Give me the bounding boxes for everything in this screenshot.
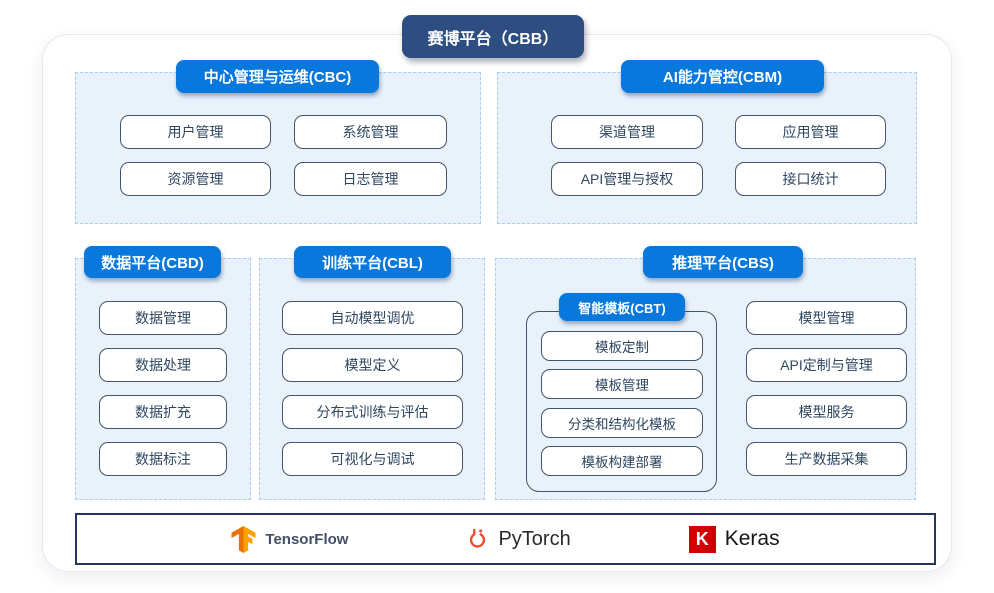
pytorch-icon <box>466 527 489 551</box>
keras-label: Keras <box>724 527 780 550</box>
section-cbm-title-pill: AI能力管控(CBM) <box>621 60 824 93</box>
tensorflow-icon <box>231 525 256 553</box>
module-box: 用户管理 <box>120 115 271 149</box>
section-cbc-title-pill: 中心管理与运维(CBC) <box>176 60 379 93</box>
module-box: 自动模型调优 <box>282 301 463 335</box>
module-box: 应用管理 <box>735 115 886 149</box>
module-box: 资源管理 <box>120 162 271 196</box>
module-box: API定制与管理 <box>746 348 907 382</box>
module-box: 模板定制 <box>541 331 703 361</box>
module-box: 分布式训练与评估 <box>282 395 463 429</box>
module-box: 系统管理 <box>294 115 447 149</box>
section-cbs-title-pill: 推理平台(CBS) <box>643 246 803 278</box>
module-box: 渠道管理 <box>551 115 703 149</box>
module-box: 数据处理 <box>99 348 227 382</box>
module-box: 分类和结构化模板 <box>541 408 703 438</box>
module-box: 模型服务 <box>746 395 907 429</box>
module-box: 日志管理 <box>294 162 447 196</box>
pytorch-label: PyTorch <box>498 527 571 550</box>
keras-icon: K <box>688 525 716 553</box>
section-cbl-title-pill: 训练平台(CBL) <box>294 246 451 278</box>
module-box: 数据管理 <box>99 301 227 335</box>
keras-logo: K Keras <box>688 525 780 553</box>
root-platform-pill: 赛博平台（CBB） <box>402 15 584 58</box>
module-box: 模型定义 <box>282 348 463 382</box>
module-box: 数据标注 <box>99 442 227 476</box>
section-cbd-title-pill: 数据平台(CBD) <box>84 246 221 278</box>
frameworks-bar: TensorFlow PyTorch K Keras <box>75 513 936 565</box>
module-box: 模板构建部署 <box>541 446 703 476</box>
tensorflow-logo: TensorFlow <box>231 525 349 553</box>
module-box: 生产数据采集 <box>746 442 907 476</box>
module-box: 可视化与调试 <box>282 442 463 476</box>
pytorch-logo: PyTorch <box>466 527 571 551</box>
module-box: 数据扩充 <box>99 395 227 429</box>
tensorflow-label: TensorFlow <box>265 530 349 548</box>
section-cbt-title-pill: 智能模板(CBT) <box>559 293 685 321</box>
module-box: 模板管理 <box>541 369 703 399</box>
module-box: API管理与授权 <box>551 162 703 196</box>
module-box: 模型管理 <box>746 301 907 335</box>
module-box: 接口统计 <box>735 162 886 196</box>
